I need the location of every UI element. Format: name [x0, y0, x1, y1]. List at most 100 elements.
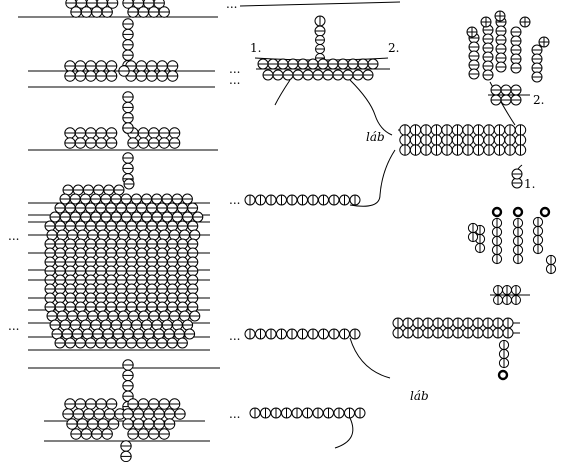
bead: [441, 124, 453, 136]
bead: [91, 6, 103, 18]
bead: [156, 70, 168, 82]
bead: [179, 310, 191, 322]
bead: [146, 220, 158, 232]
bead: [122, 91, 134, 103]
bead: [474, 242, 486, 254]
bead: [468, 68, 480, 80]
bead: [101, 6, 113, 18]
bead: [105, 137, 118, 149]
bead: [80, 319, 92, 331]
bead: [189, 310, 201, 322]
bead: [265, 328, 277, 340]
bead: [87, 229, 99, 241]
bead: [500, 84, 512, 96]
bead: [103, 408, 116, 420]
bead: [59, 211, 71, 223]
bead: [105, 70, 118, 82]
bead: [122, 49, 134, 61]
bead: [402, 327, 414, 339]
bead: [138, 229, 150, 241]
bead: [432, 327, 444, 339]
bead: [135, 70, 148, 82]
bead: [146, 301, 158, 313]
bead: [54, 337, 66, 349]
bead: [64, 127, 76, 139]
bead: [493, 124, 506, 136]
bead: [115, 337, 127, 349]
bead: [249, 407, 261, 419]
bead: [115, 301, 127, 313]
bead: [512, 226, 524, 238]
bead: [168, 127, 181, 139]
bead: [110, 193, 122, 205]
bead: [146, 70, 158, 82]
bead: [74, 60, 87, 72]
bead: [141, 211, 153, 223]
bead: [187, 247, 199, 259]
bead: [107, 418, 120, 430]
bead: [75, 220, 87, 232]
bead: [125, 337, 137, 349]
bead: [95, 220, 107, 232]
bead: [122, 122, 134, 134]
bead: [432, 317, 444, 329]
bead: [452, 327, 464, 339]
bead: [332, 69, 344, 81]
label-lab-lower: láb: [410, 389, 429, 403]
bead: [97, 229, 109, 241]
bead: [322, 69, 334, 81]
bead: [117, 310, 129, 322]
bead: [79, 193, 91, 205]
bead: [127, 398, 139, 410]
bead: [136, 301, 148, 313]
bead: [462, 134, 474, 146]
bead: [158, 137, 170, 149]
bead: [282, 69, 294, 81]
bead: [95, 202, 107, 214]
bead: [177, 220, 189, 232]
bead: [511, 285, 521, 295]
bead: [545, 263, 557, 275]
bead: [168, 137, 181, 149]
bead: [64, 337, 76, 349]
bead: [122, 162, 134, 175]
bead: [137, 127, 150, 139]
bead: [412, 327, 424, 339]
bead: [166, 301, 178, 313]
bead: [100, 211, 112, 223]
bead: [95, 337, 107, 349]
bead: [307, 58, 319, 70]
bead: [430, 124, 443, 136]
bead: [532, 225, 544, 237]
bead: [77, 229, 89, 241]
bead: [85, 60, 97, 72]
bead: [156, 220, 168, 232]
bead: [399, 124, 411, 136]
bead: [95, 301, 107, 313]
bead: [120, 440, 132, 452]
bead: [122, 101, 134, 114]
bead: [163, 328, 175, 340]
bead: [122, 152, 134, 164]
bead: [500, 94, 512, 106]
bead: [497, 369, 509, 381]
bead: [187, 220, 199, 232]
bead: [136, 220, 148, 232]
bead: [318, 194, 329, 206]
bead: [64, 398, 76, 410]
bead: [64, 220, 76, 232]
bead: [122, 380, 134, 392]
bead: [255, 194, 266, 206]
bead: [482, 69, 494, 81]
dots-marker: ...: [8, 319, 19, 333]
bead: [66, 418, 78, 430]
bead: [117, 229, 129, 241]
bead: [472, 317, 484, 329]
bead: [66, 229, 78, 241]
bead: [120, 450, 132, 462]
bead: [102, 328, 114, 340]
bead: [158, 229, 170, 241]
bead: [539, 206, 551, 218]
bead: [328, 194, 340, 206]
